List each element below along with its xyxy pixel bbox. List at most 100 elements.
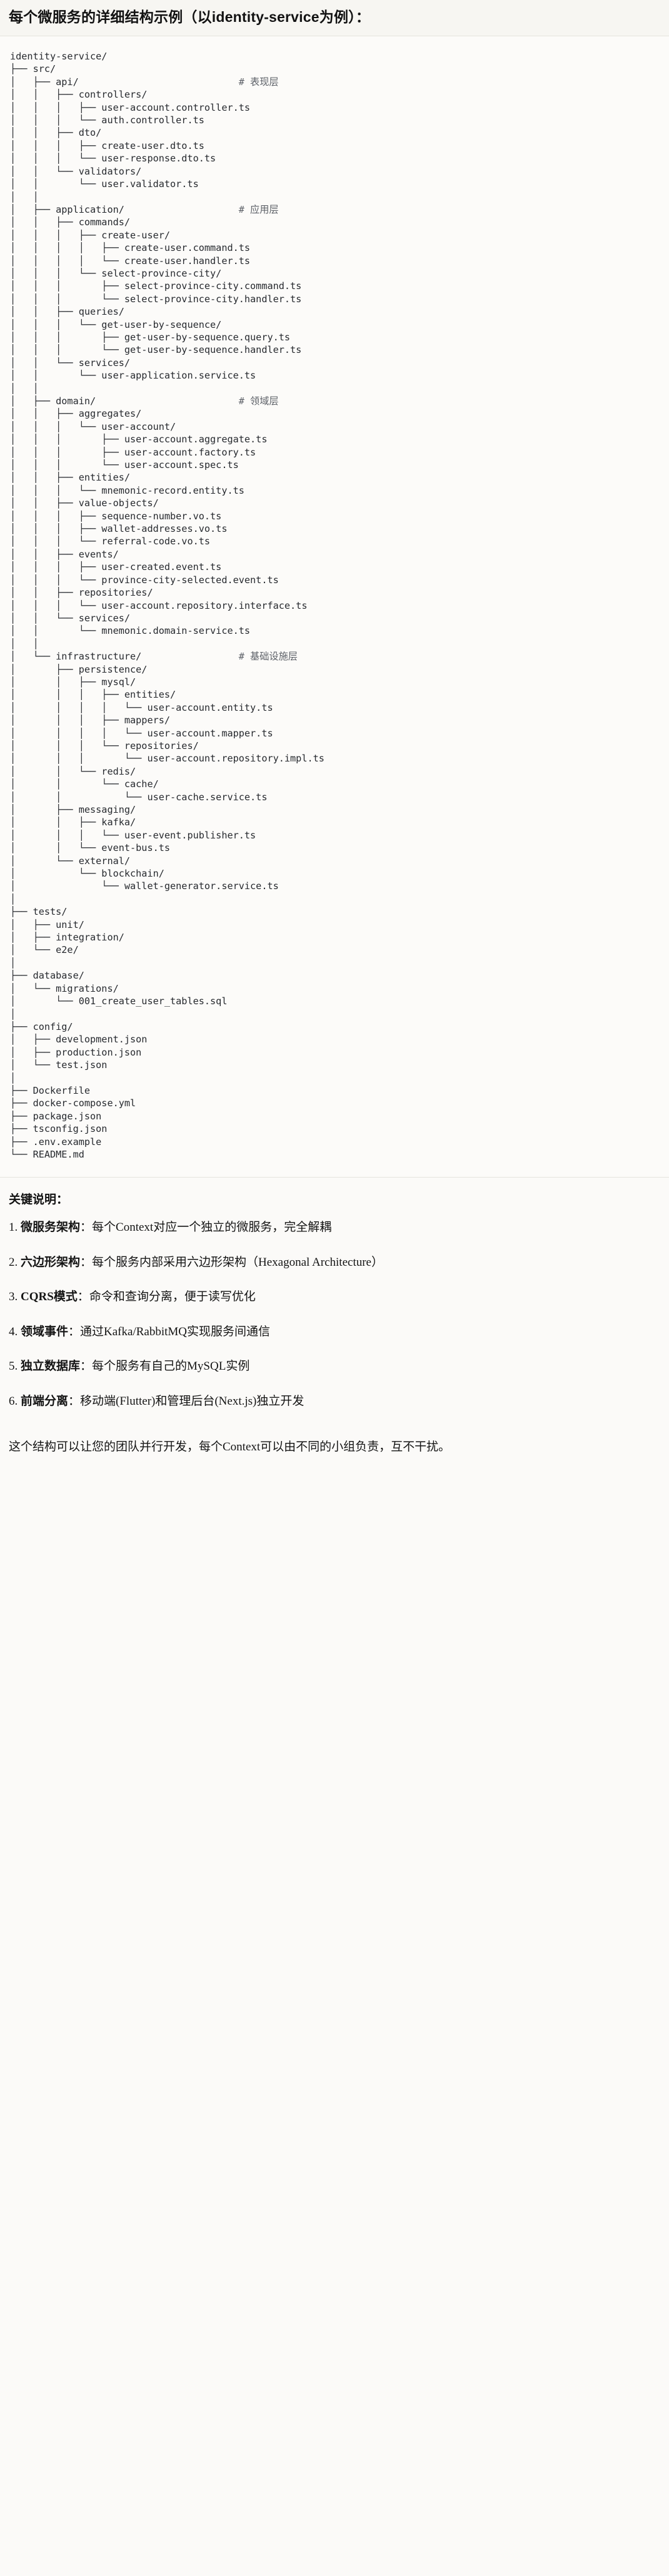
tree-line: │ │ └── redis/ (10, 765, 136, 777)
key-note-number: 4. (9, 1325, 21, 1338)
tree-line: │ │ │ └── auth.controller.ts (10, 115, 204, 126)
tree-line: │ │ │ └── user-account.repository.impl.t… (10, 753, 324, 765)
tree-line: │ └── external/ (10, 855, 131, 867)
tree-line: │ ├── application/ # 应用层 (10, 203, 279, 215)
tree-line: └── README.md (10, 1148, 84, 1160)
key-note-separator: ： (77, 1290, 89, 1304)
tree-line: │ ├── development.json (10, 1034, 148, 1046)
key-note-text: 每个服务内部采用六边形架构（Hexagonal Architecture） (92, 1255, 383, 1269)
tree-line: │ │ └── event-bus.ts (10, 842, 171, 854)
key-note-text: 移动端(Flutter)和管理后台(Next.js)独立开发 (80, 1394, 304, 1408)
key-note-number: 3. (9, 1290, 21, 1304)
key-note-separator: ： (68, 1394, 81, 1408)
tree-line: │ │ ├── aggregates/ (10, 408, 142, 420)
tree-line: │ │ │ └── referral-code.vo.ts (10, 536, 211, 547)
tree-line: ├── Dockerfile (10, 1084, 91, 1096)
tree-line: ├── docker-compose.yml (10, 1097, 136, 1109)
key-note-separator: ： (80, 1221, 93, 1235)
tree-line: │ │ (10, 382, 39, 394)
tree-line: │ │ │ └── get-user-by-sequence.handler.t… (10, 344, 302, 356)
tree-line: │ ├── production.json (10, 1046, 142, 1058)
tree-line: │ └── e2e/ (10, 944, 79, 956)
tree-line: │ (10, 1072, 16, 1084)
tree-line: │ │ ├── controllers/ (10, 89, 148, 101)
tree-line: │ │ (10, 191, 39, 203)
tree-line: │ (10, 957, 16, 969)
tree-line: │ │ │ └── get-user-by-sequence/ (10, 318, 222, 330)
tree-line: │ │ │ ├── sequence-number.vo.ts (10, 510, 222, 522)
tree-line: ├── config/ (10, 1021, 73, 1032)
tree-line: │ ├── unit/ (10, 919, 84, 930)
tree-line: │ │ │ └── select-province-city/ (10, 267, 222, 279)
key-notes-section: 关键说明： 1. 微服务架构：每个Context对应一个独立的微服务，完全解耦 2… (0, 1178, 669, 1432)
tree-line: │ │ │ ├── user-account.controller.ts (10, 101, 251, 113)
tree-line: │ │ └── services/ (10, 612, 131, 624)
tree-line: │ │ └── validators/ (10, 165, 142, 177)
tree-line: │ │ │ ├── mappers/ (10, 715, 171, 726)
tree-line: │ │ (10, 638, 39, 649)
tree-line: │ │ │ └── user-response.dto.ts (10, 153, 216, 165)
key-note-item: 1. 微服务架构：每个Context对应一个独立的微服务，完全解耦 (9, 1218, 660, 1236)
key-note-item: 6. 前端分离：移动端(Flutter)和管理后台(Next.js)独立开发 (9, 1392, 660, 1410)
tree-line: │ ├── persistence/ (10, 663, 148, 675)
key-note-term: 独立数据库 (21, 1360, 81, 1373)
key-note-separator: ： (80, 1360, 93, 1373)
key-note-number: 5. (9, 1360, 21, 1373)
tree-line: │ │ │ └── mnemonic-record.entity.ts (10, 484, 244, 496)
tree-line: │ │ ├── queries/ (10, 306, 124, 318)
tree-line: │ ├── messaging/ (10, 804, 136, 816)
tree-line: │ └── blockchain/ (10, 868, 164, 880)
page-title: 每个微服务的详细结构示例（以identity-service为例）： (0, 0, 669, 37)
key-note-item: 4. 领域事件：通过Kafka/RabbitMQ实现服务间通信 (9, 1323, 660, 1341)
directory-tree: identity-service/ ├── src/ │ ├── api/ # … (10, 50, 659, 1161)
tree-line: │ └── 001_create_user_tables.sql (10, 995, 228, 1007)
directory-tree-block: identity-service/ ├── src/ │ ├── api/ # … (0, 36, 669, 1178)
key-note-number: 2. (9, 1255, 21, 1269)
tree-line: │ │ │ ├── select-province-city.command.t… (10, 280, 302, 292)
tree-line: │ │ │ │ ├── create-user.command.ts (10, 242, 251, 254)
tree-line: │ │ ├── kafka/ (10, 817, 136, 828)
tree-line: │ (10, 893, 16, 905)
tree-line-comment: # 领域层 (238, 395, 279, 407)
tree-line: │ │ │ └── user-account.spec.ts (10, 459, 239, 471)
key-note-term: 领域事件 (21, 1325, 69, 1338)
tree-line: │ │ │ ├── user-account.factory.ts (10, 446, 256, 458)
key-note-separator: ： (80, 1255, 93, 1269)
tree-line: │ │ │ └── user-event.publisher.ts (10, 829, 256, 841)
key-notes-title: 关键说明： (9, 1193, 69, 1207)
tree-line: │ │ │ └── select-province-city.handler.t… (10, 293, 302, 305)
key-note-item: 2. 六边形架构：每个服务内部采用六边形架构（Hexagonal Archite… (9, 1253, 660, 1271)
key-notes-list: 1. 微服务架构：每个Context对应一个独立的微服务，完全解耦 2. 六边形架… (9, 1218, 660, 1410)
key-note-text: 命令和查询分离，便于读写优化 (89, 1290, 256, 1304)
tree-line: │ │ │ ├── create-user.dto.ts (10, 140, 204, 151)
tree-line: ├── tsconfig.json (10, 1123, 108, 1135)
tree-line: │ │ │ └── user-account.repository.interf… (10, 599, 308, 611)
key-note-term: CQRS模式 (21, 1290, 78, 1304)
tree-line: │ (10, 1008, 16, 1020)
tree-line: │ │ │ ├── create-user/ (10, 229, 171, 241)
tree-line-comment: # 基础设施层 (238, 651, 298, 663)
tree-line: │ │ │ ├── user-created.event.ts (10, 561, 222, 573)
tree-line: │ │ ├── value-objects/ (10, 497, 159, 509)
tree-line: │ │ │ │ └── create-user.handler.ts (10, 255, 251, 267)
tree-line: ├── tests/ (10, 906, 68, 918)
tree-line-comment: # 应用层 (238, 203, 279, 215)
tree-line: │ │ └── user-cache.service.ts (10, 791, 268, 803)
tree-line: │ │ │ │ └── user-account.entity.ts (10, 701, 273, 713)
tree-line: ├── package.json (10, 1110, 102, 1122)
tree-line: ├── database/ (10, 970, 84, 982)
tree-line: ├── src/ (10, 63, 56, 75)
key-note-item: 3. CQRS模式：命令和查询分离，便于读写优化 (9, 1288, 660, 1306)
key-note-term: 微服务架构 (21, 1221, 81, 1235)
tree-line: │ │ │ ├── wallet-addresses.vo.ts (10, 523, 228, 535)
tree-line: identity-service/ (10, 51, 108, 63)
key-note-item: 5. 独立数据库：每个服务有自己的MySQL实例 (9, 1357, 660, 1375)
key-note-number: 1. (9, 1221, 21, 1235)
tree-line-comment: # 表现层 (238, 76, 279, 88)
tree-line: │ ├── domain/ # 领域层 (10, 395, 279, 407)
tree-line: │ └── test.json (10, 1059, 108, 1071)
tree-line: │ │ │ └── province-city-selected.event.t… (10, 574, 279, 586)
tree-line: │ ├── api/ # 表现层 (10, 76, 279, 88)
tree-line: │ │ │ └── repositories/ (10, 740, 199, 751)
key-note-text: 通过Kafka/RabbitMQ实现服务间通信 (80, 1325, 271, 1338)
